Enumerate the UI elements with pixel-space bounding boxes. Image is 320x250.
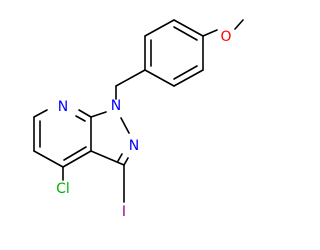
bond-c2p-c3p — [144, 19, 175, 37]
bond-c6p-c1p — [144, 69, 175, 87]
bond-n2-c3 — [123, 157, 129, 166]
bond-c5-n7 — [33, 109, 48, 118]
bond-c4p-o — [202, 29, 218, 37]
bond-c5p-c6p — [173, 69, 204, 87]
atom-label-n1: N — [111, 98, 121, 114]
bond-c5p-c6p-inner — [173, 65, 198, 80]
bond-c3p-c4p-inner — [173, 26, 198, 41]
bond-n2-c3-inner — [117, 153, 123, 162]
atom-label-cl: Cl — [56, 181, 70, 197]
molecule-structure: N N N O Cl I — [33, 19, 244, 220]
bond-n1-n2 — [120, 117, 130, 134]
bond-c7a-n7 — [78, 109, 92, 118]
bond-c3p-c4p — [173, 19, 204, 37]
bond-c4a-c4 — [33, 150, 64, 168]
bond-c4-c3a-inner — [63, 146, 87, 161]
atom-label-i: I — [122, 204, 126, 220]
atom-label-o: O — [220, 29, 231, 45]
bond-o-ch3 — [234, 19, 244, 30]
bond-ch2-c1p — [115, 69, 146, 87]
bond-c4-c3a — [62, 150, 92, 168]
bond-c7a-n7-inner — [75, 115, 86, 122]
atom-label-n7: N — [58, 99, 68, 115]
atom-label-n2: N — [129, 138, 139, 154]
bond-c3-c3a — [90, 150, 125, 166]
bond-c7a-n1 — [90, 111, 107, 118]
